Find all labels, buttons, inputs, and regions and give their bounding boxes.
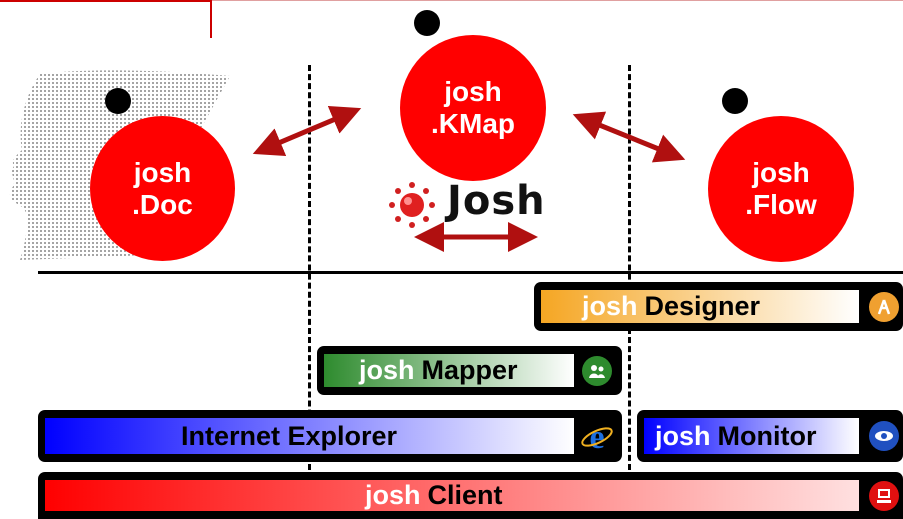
- ie-icon: e: [580, 419, 614, 453]
- client-text: Client: [427, 480, 503, 510]
- people-icon: [582, 355, 612, 386]
- kmap-dot: [414, 10, 440, 36]
- horizontal-divider: [38, 271, 903, 274]
- designer-text: Designer: [644, 291, 761, 321]
- arrow-doc-kmap: [252, 105, 362, 157]
- arrow-kmap-flow: [572, 111, 686, 163]
- josh-mapper-bar: josh Mapper: [317, 346, 622, 395]
- doc-line1: josh: [133, 156, 192, 188]
- mapper-label: josh Mapper: [359, 346, 518, 395]
- doc-line2: .Doc: [132, 188, 193, 220]
- josh-logo-icon: [389, 182, 435, 228]
- frame-line-top: [0, 0, 210, 2]
- designer-label: josh Designer: [582, 282, 760, 331]
- josh-kmap-node: josh .KMap: [400, 35, 546, 181]
- kmap-line1: josh: [444, 76, 502, 107]
- frame-line-top-right: [212, 0, 903, 1]
- monitor-brand: josh: [655, 420, 711, 451]
- computer-icon: [869, 480, 899, 511]
- client-label: josh Client: [365, 472, 503, 519]
- monitor-text: Monitor: [717, 420, 817, 451]
- separator-line-left: [308, 65, 311, 470]
- mapper-brand: josh: [359, 355, 415, 385]
- kmap-line2: .KMap: [431, 108, 515, 139]
- doc-dot: [105, 88, 131, 114]
- internet-explorer-bar: Internet Explorer e: [38, 410, 622, 462]
- josh-logo-text: Josh: [447, 178, 546, 224]
- flow-line2: .Flow: [745, 189, 817, 220]
- client-brand: josh: [365, 480, 421, 510]
- josh-designer-bar: josh Designer: [534, 282, 903, 331]
- frame-line-vertical: [210, 0, 212, 38]
- compass-icon: [869, 291, 899, 322]
- monitor-fill: [644, 418, 859, 454]
- eye-icon: [869, 421, 899, 451]
- explorer-text: Internet Explorer: [181, 420, 398, 451]
- separator-line-right: [628, 65, 631, 470]
- explorer-fill: [45, 418, 574, 454]
- flow-line1: josh: [752, 157, 810, 188]
- mapper-text: Mapper: [421, 355, 518, 385]
- monitor-label: josh Monitor: [655, 410, 817, 462]
- explorer-label: Internet Explorer: [181, 410, 397, 462]
- client-fill: [45, 480, 859, 511]
- mapper-fill: [324, 354, 574, 387]
- designer-fill: [541, 290, 859, 323]
- josh-client-bar: josh Client: [38, 472, 903, 519]
- josh-flow-node: josh .Flow: [708, 116, 854, 262]
- designer-brand: josh: [582, 291, 638, 321]
- flow-dot: [722, 88, 748, 114]
- josh-monitor-bar: josh Monitor: [637, 410, 903, 462]
- josh-doc-node: josh .Doc: [90, 116, 235, 261]
- svg-text:e: e: [589, 419, 604, 453]
